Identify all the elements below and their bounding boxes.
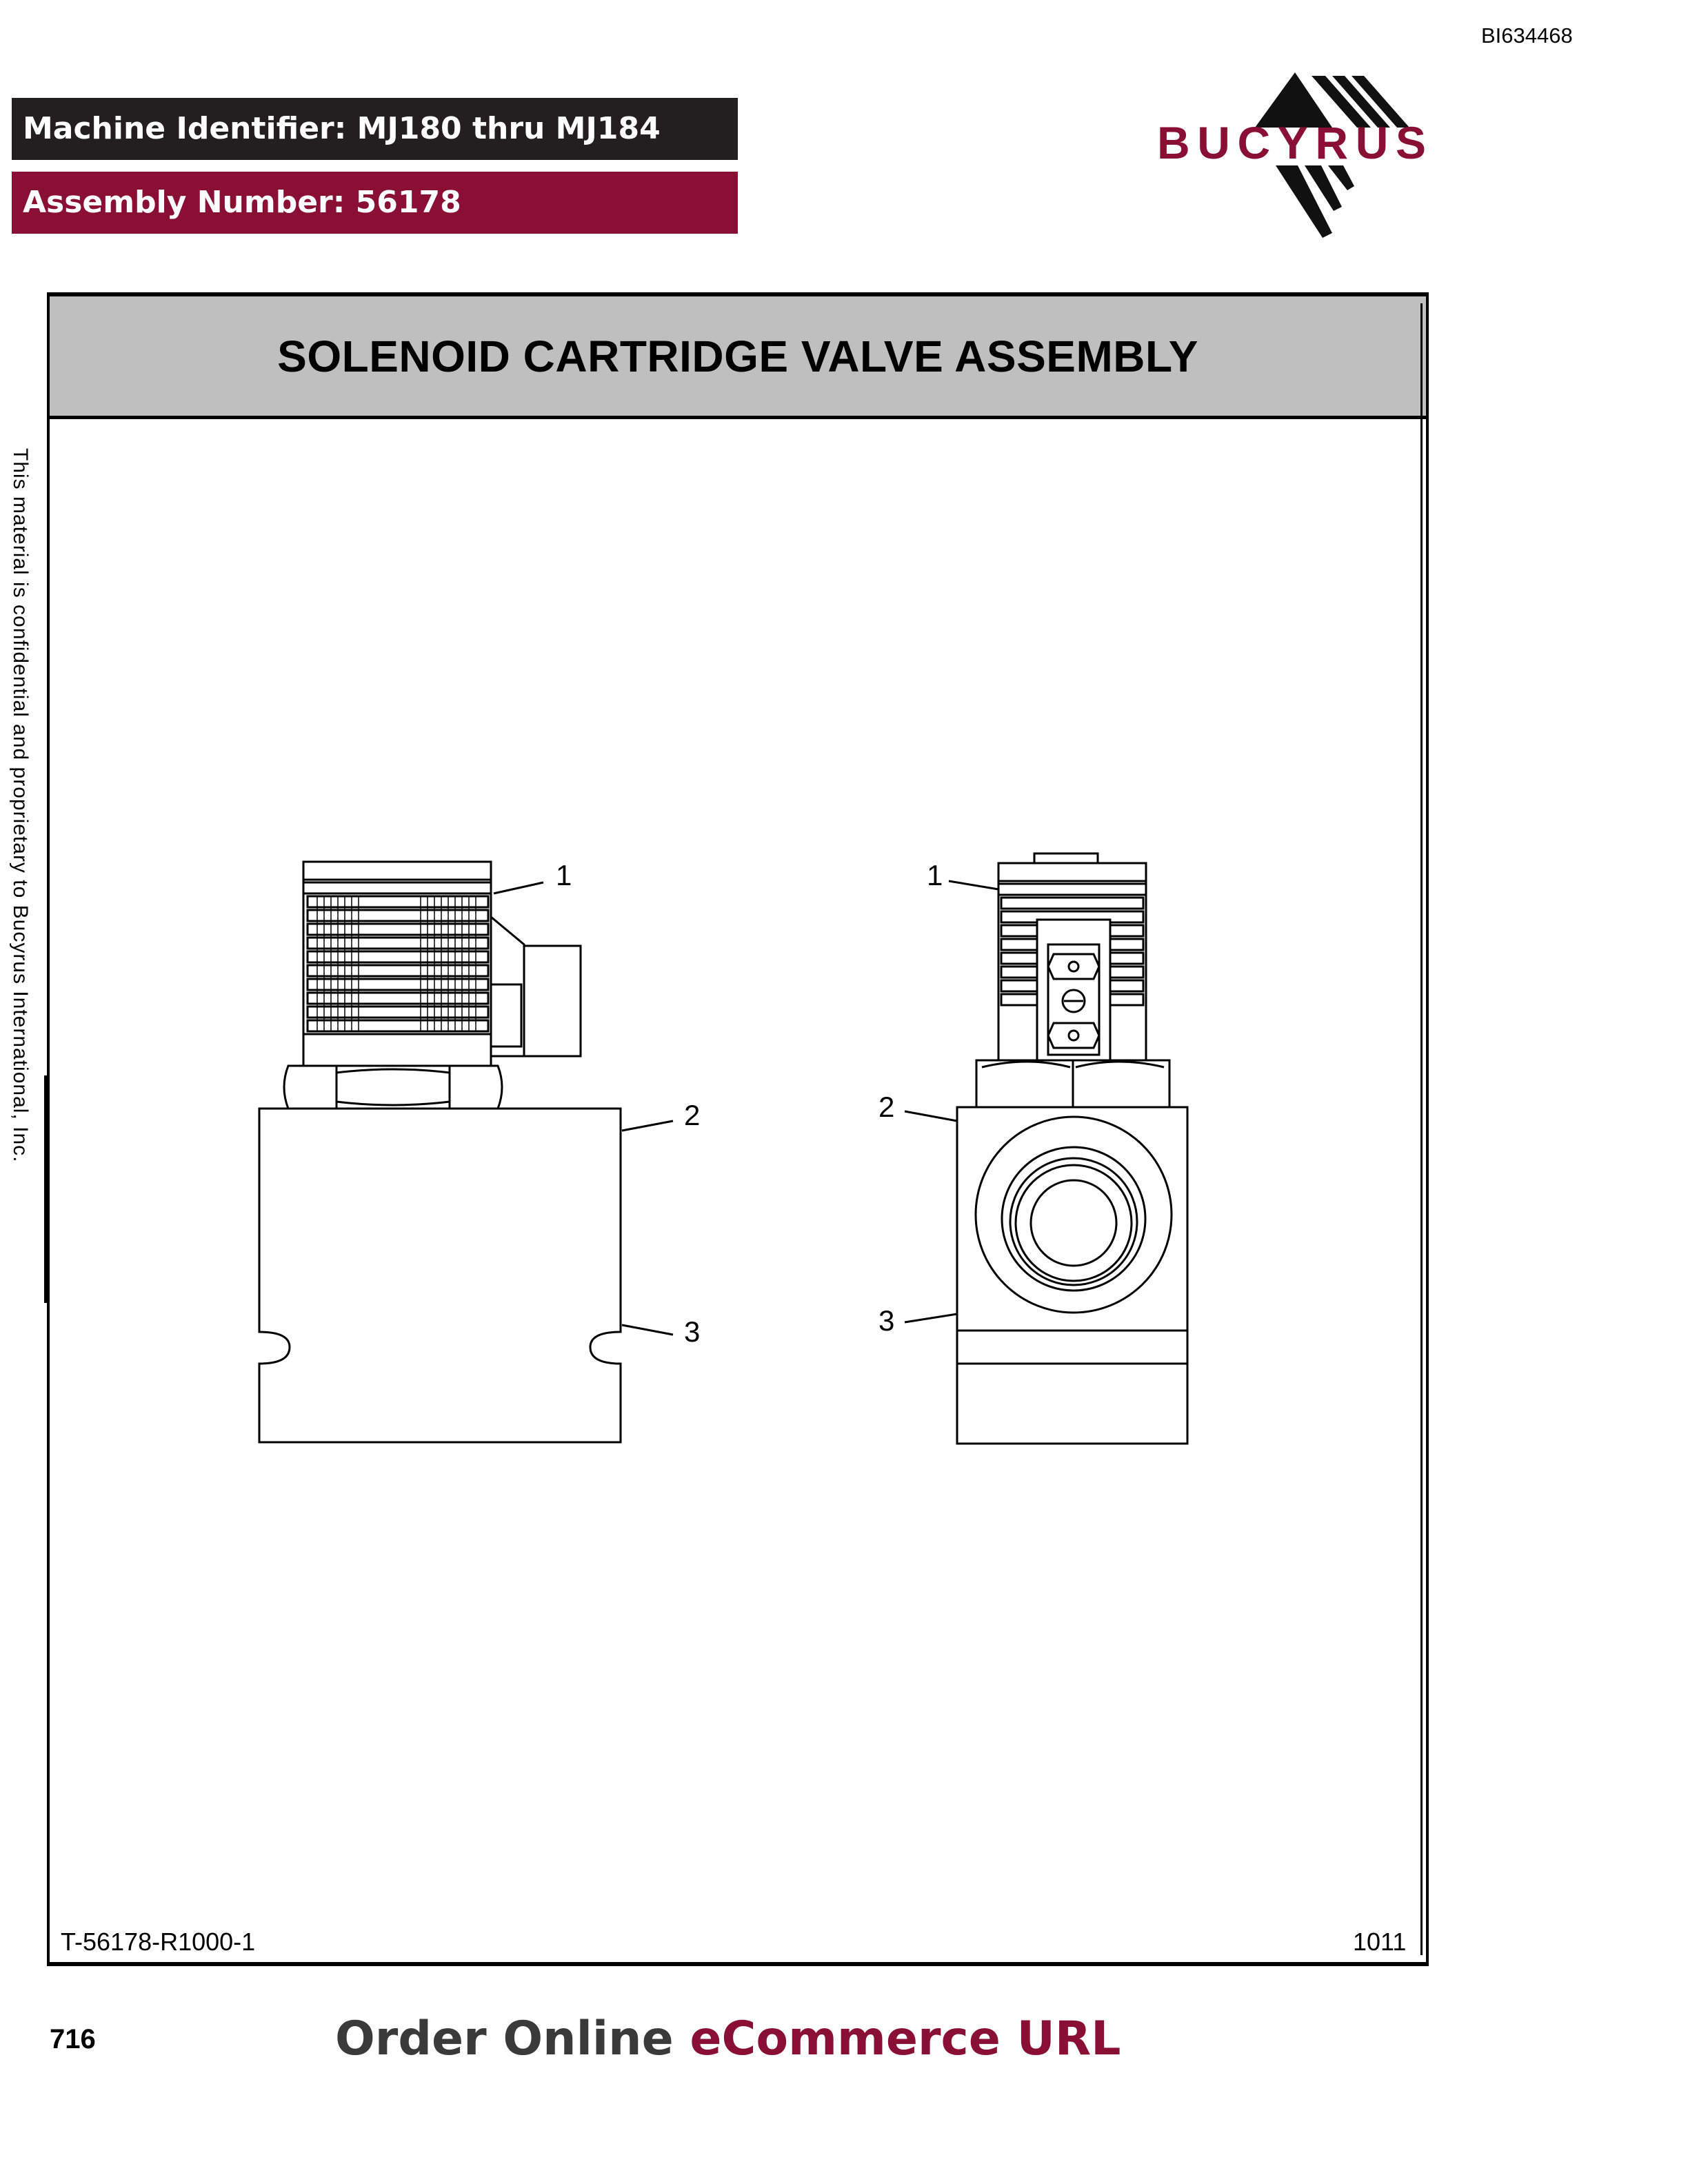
frame-inner-line: [1420, 303, 1423, 1955]
page-number: 716: [50, 2024, 96, 2054]
machine-identifier-bar: Machine Identifier: MJ180 thru MJ184: [12, 98, 738, 160]
confidentiality-note: This material is confidential and propri…: [9, 448, 32, 1163]
page-title: SOLENOID CARTRIDGE VALVE ASSEMBLY: [277, 331, 1198, 381]
callout-right-2: 2: [878, 1091, 894, 1123]
order-online-link[interactable]: Order Online eCommerce URL: [335, 2012, 1121, 2066]
left-connector: [490, 916, 582, 1058]
left-hex-nut: [283, 1064, 503, 1110]
footer-ecommerce-url: eCommerce URL: [690, 2012, 1121, 2066]
document-id: BI634468: [1481, 23, 1573, 48]
figure-code: T-56178-R1000-1: [61, 1928, 256, 1956]
bucyrus-logo: BUCYRUS: [1157, 72, 1426, 238]
right-connector: [1036, 918, 1112, 1062]
right-hex-nut: [975, 1059, 1171, 1109]
figure-revision: 1011: [1353, 1928, 1407, 1956]
leader-lines: [493, 880, 999, 1336]
left-coil-hatch: [316, 896, 476, 1031]
footer-order-online: Order Online: [335, 2012, 690, 2066]
callout-left-2: 2: [684, 1099, 700, 1131]
callout-left-1: 1: [556, 859, 572, 891]
side-margin-mark: [44, 1075, 48, 1303]
callout-right-1: 1: [927, 859, 943, 891]
callout-right-3: 3: [878, 1304, 894, 1337]
right-body: [956, 1106, 1189, 1445]
logo-text: BUCYRUS: [1157, 117, 1426, 168]
left-coil: [302, 860, 492, 1067]
left-body: [258, 1107, 622, 1444]
callout-left-3: 3: [684, 1315, 700, 1348]
drawing-frame: SOLENOID CARTRIDGE VALVE ASSEMBLY: [47, 292, 1429, 1966]
title-band: SOLENOID CARTRIDGE VALVE ASSEMBLY: [50, 296, 1426, 419]
assembly-number-bar: Assembly Number: 56178: [12, 172, 738, 234]
